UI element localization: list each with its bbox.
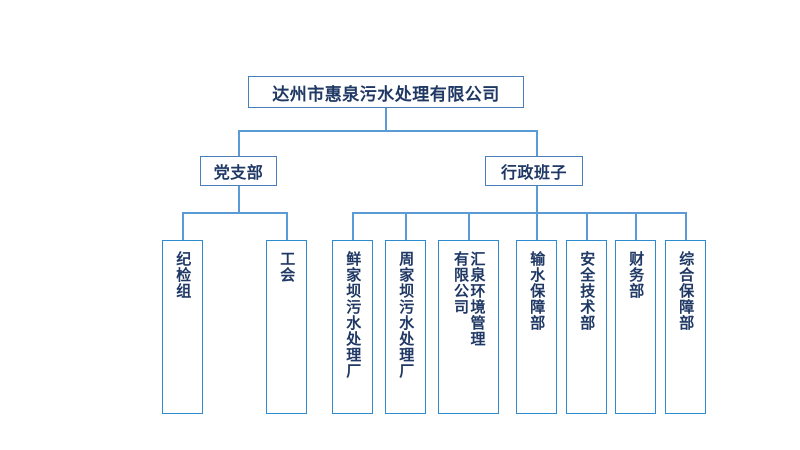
node-label: 纪检组 [174,251,192,299]
node-finance-dept[interactable]: 财务部 [615,240,656,414]
connector-party-stem [238,186,240,213]
vertical-text-wrap: 汇泉环境管理 有限公司 [439,251,498,347]
vertical-text-wrap: 综合保障部 [666,251,705,331]
node-label: 工会 [278,251,296,283]
connector-level2-drop-left [238,130,240,156]
node-safety-technology-dept[interactable]: 安全技术部 [566,240,607,414]
node-label: 安全技术部 [578,251,596,331]
connector-party-bus [182,212,287,214]
node-general-support-dept[interactable]: 综合保障部 [665,240,706,414]
connector-level2-bus [238,130,538,132]
node-label: 汇泉环境管理 [468,251,486,347]
node-huiquan-environment-management-co[interactable]: 汇泉环境管理 有限公司 [438,240,499,414]
node-water-transmission-support-dept[interactable]: 输水保障部 [516,240,557,414]
vertical-text-wrap: 输水保障部 [517,251,556,331]
connector-party-drop-2 [286,212,288,240]
node-label: 达州市惠泉污水处理有限公司 [272,84,500,104]
connector-admin-drop-3 [468,212,470,240]
node-label: 财务部 [627,251,645,299]
vertical-text-wrap: 工会 [267,251,306,283]
node-discipline-inspection-group[interactable]: 纪检组 [162,240,203,414]
connector-admin-drop-6 [635,212,637,240]
node-label: 周家坝污水处理厂 [397,251,415,379]
connector-admin-drop-4 [536,212,538,240]
connector-root-stem [385,108,387,131]
vertical-text-wrap: 纪检组 [163,251,202,299]
connector-admin-drop-1 [352,212,354,240]
node-label: 党支部 [213,165,264,182]
node-company-root[interactable]: 达州市惠泉污水处理有限公司 [248,76,524,108]
vertical-text-wrap: 安全技术部 [567,251,606,331]
node-administration[interactable]: 行政班子 [485,156,583,186]
connector-admin-drop-2 [405,212,407,240]
node-labor-union[interactable]: 工会 [266,240,307,414]
connector-level2-drop-right [536,130,538,156]
connector-admin-bus [352,212,686,214]
node-zhoujiaba-wastewater-plant[interactable]: 周家坝污水处理厂 [385,240,426,414]
vertical-text-wrap: 周家坝污水处理厂 [386,251,425,379]
node-label-line2: 有限公司 [452,251,469,315]
node-label: 鲜家坝污水处理厂 [344,251,362,379]
vertical-text-wrap: 鲜家坝污水处理厂 [333,251,372,379]
connector-admin-drop-5 [586,212,588,240]
vertical-text-wrap: 财务部 [616,251,655,299]
connector-admin-drop-7 [685,212,687,240]
connector-party-drop-1 [182,212,184,240]
connector-admin-stem [536,186,538,213]
node-xianjiaba-wastewater-plant[interactable]: 鲜家坝污水处理厂 [332,240,373,414]
node-label: 行政班子 [500,165,567,182]
node-label: 综合保障部 [677,251,695,331]
node-label: 输水保障部 [528,251,546,331]
node-party-branch[interactable]: 党支部 [200,156,277,186]
